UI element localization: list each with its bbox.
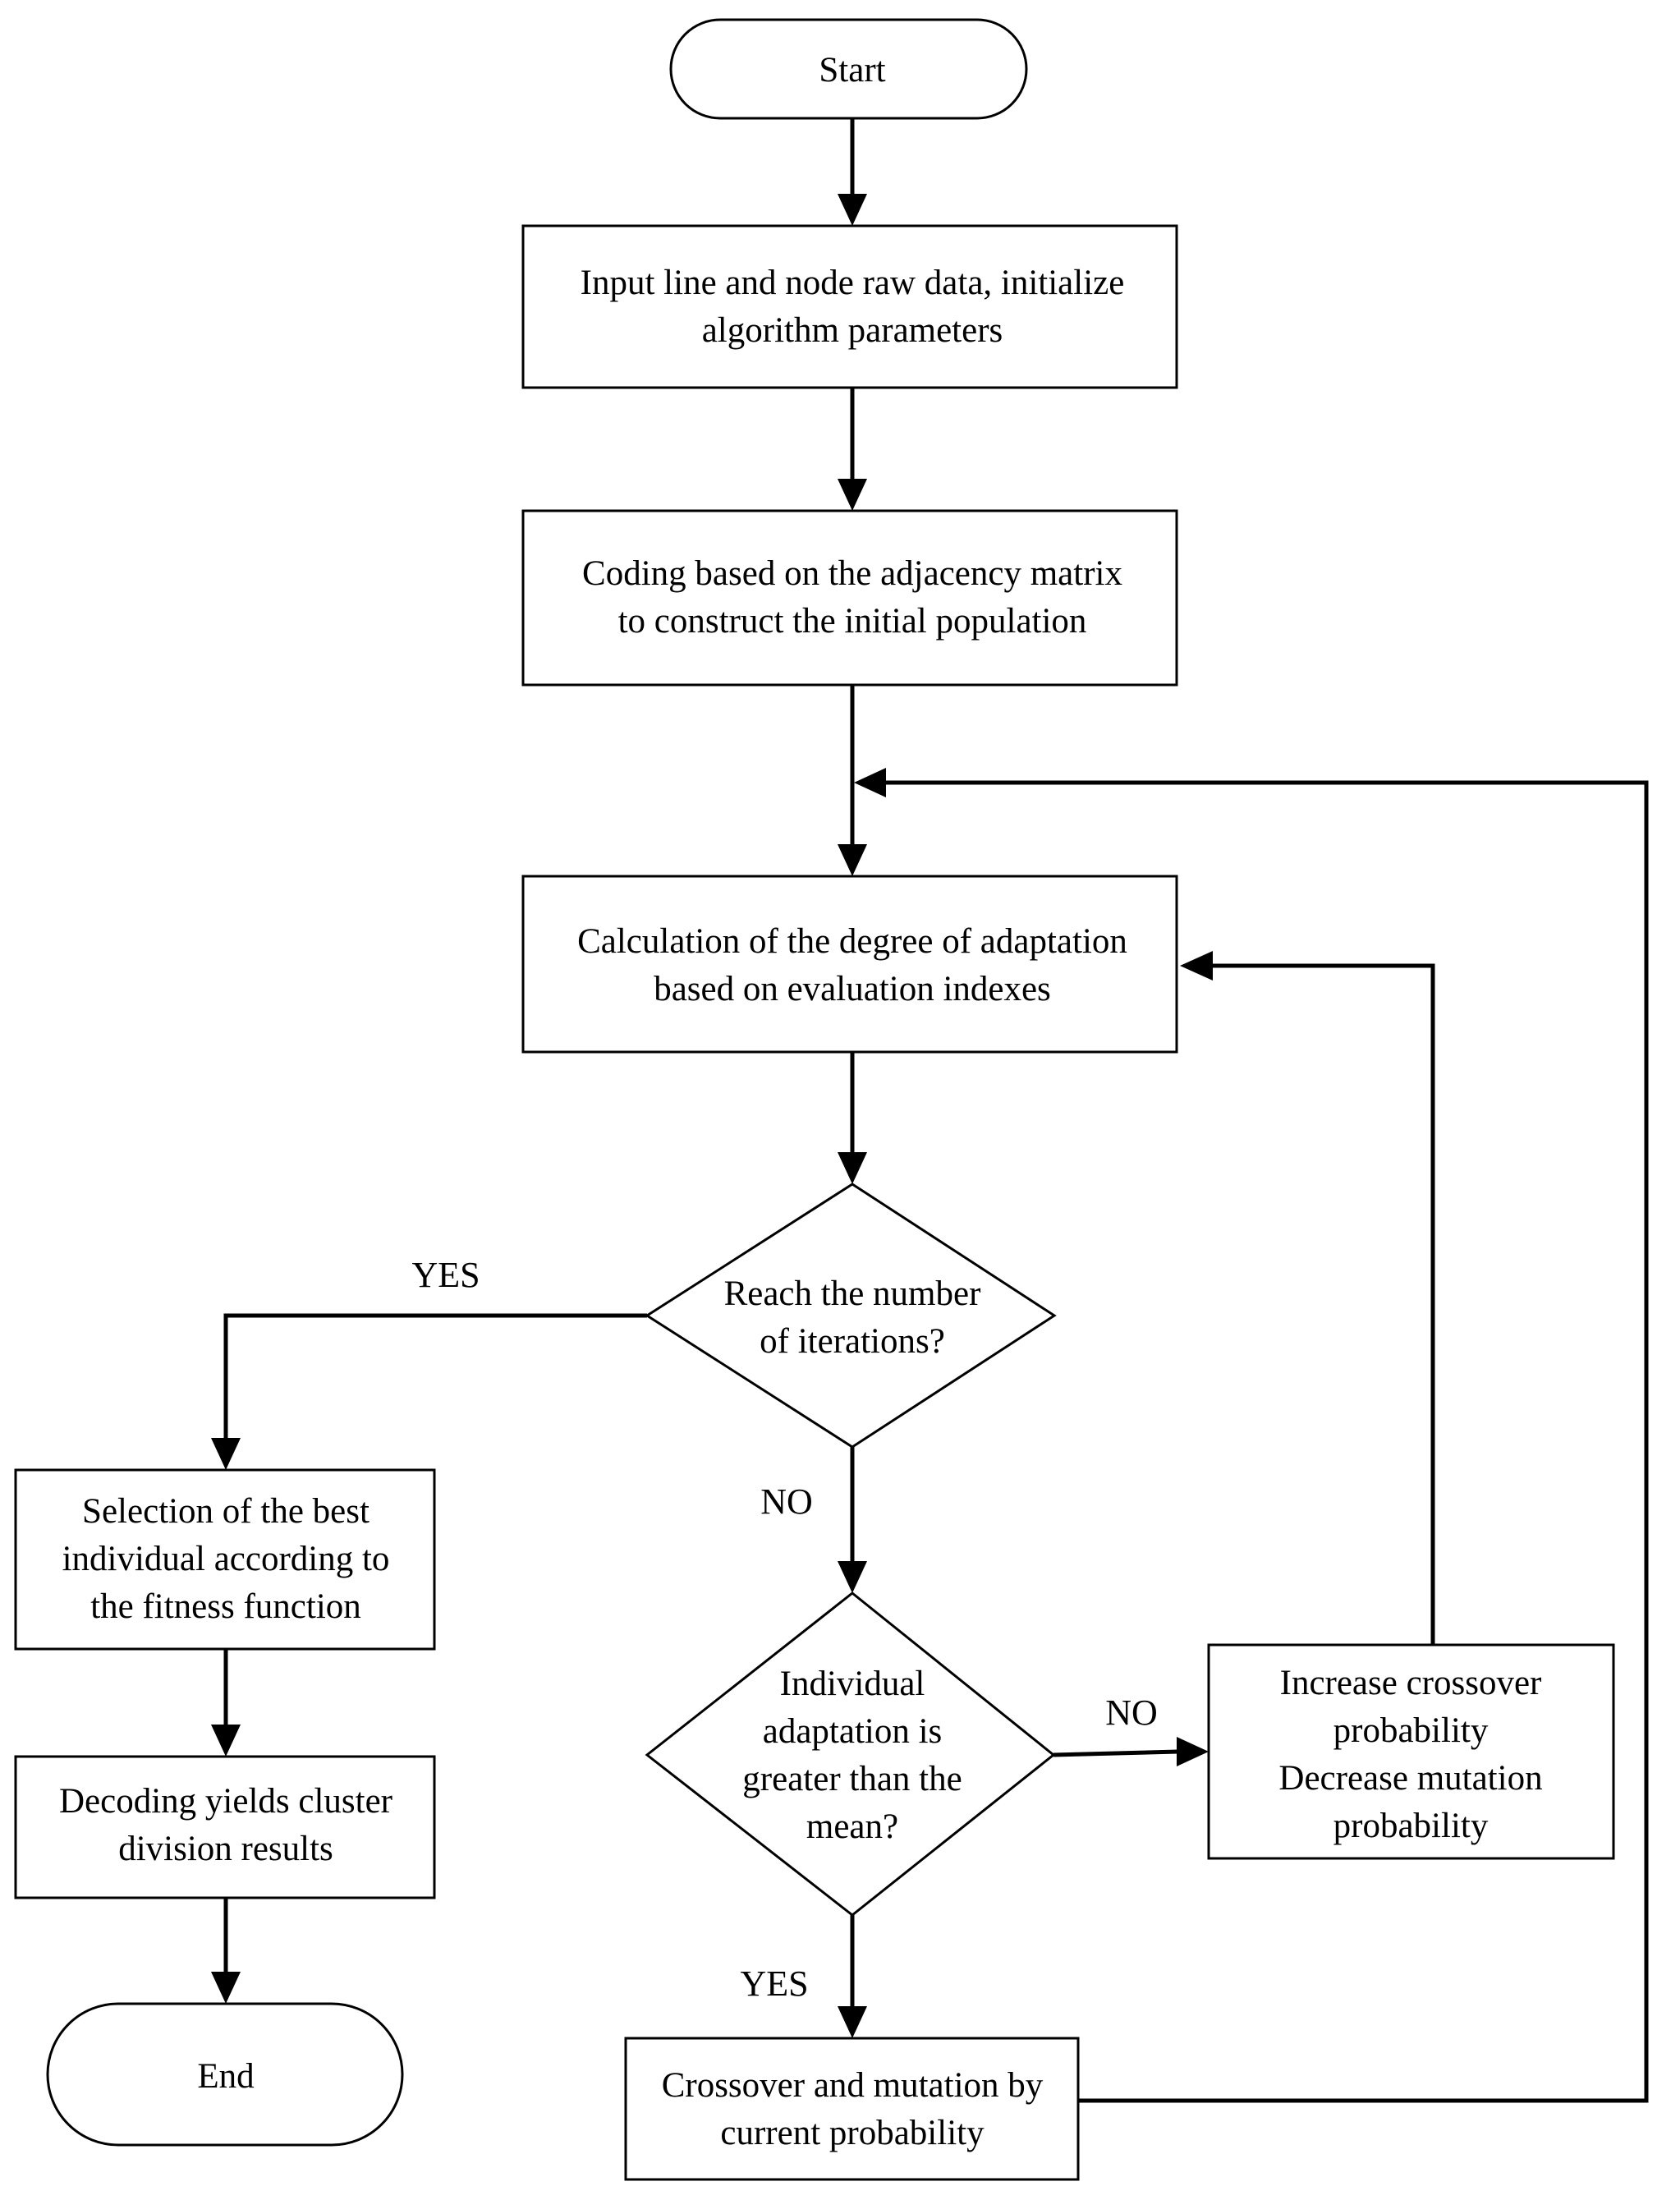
arrowhead-input bbox=[838, 194, 867, 226]
input-label-line-1: Input line and node raw data, initialize bbox=[581, 264, 1125, 302]
crossover-label-line-1: Crossover and mutation by bbox=[662, 2066, 1044, 2105]
increase-label-line-3: Decrease mutation bbox=[1278, 1759, 1542, 1798]
arrowhead-calc bbox=[838, 844, 867, 876]
start-label: Start bbox=[819, 51, 885, 90]
coding-label-line-1: Coding based on the adjacency matrix bbox=[582, 554, 1122, 593]
reach-yes-label: YES bbox=[411, 1255, 480, 1295]
decode-label-line-2: division results bbox=[118, 1830, 333, 1868]
individual-no-label: NO bbox=[1105, 1692, 1158, 1733]
increase-label-line-1: Increase crossover bbox=[1280, 1664, 1542, 1702]
coding-label-line-2: to construct the initial population bbox=[618, 602, 1087, 641]
decode-process-box bbox=[14, 1755, 436, 1899]
decode-label-line-1: Decoding yields cluster bbox=[59, 1782, 392, 1821]
arrowhead-increase bbox=[1177, 1737, 1209, 1766]
individual-label-line-2: adaptation is bbox=[763, 1712, 943, 1751]
arrowhead-individual bbox=[838, 1561, 867, 1593]
reach-label-line-2: of iterations? bbox=[760, 1322, 945, 1361]
arrowhead-crossover bbox=[838, 2006, 867, 2038]
arrow-increase-to-calc bbox=[1211, 963, 1435, 1645]
end-terminal bbox=[46, 2002, 404, 2147]
individual-yes-label: YES bbox=[740, 1963, 808, 2004]
arrowhead-coding bbox=[838, 479, 867, 511]
select-label-line-2: individual according to bbox=[62, 1540, 390, 1578]
increase-process-box bbox=[1207, 1643, 1615, 1860]
arrow-reach-yes-to-select bbox=[223, 1313, 647, 1440]
arrowhead-reach bbox=[838, 1152, 867, 1184]
calc-label-line-2: based on evaluation indexes bbox=[654, 970, 1051, 1008]
input-label-line-2: algorithm parameters bbox=[702, 311, 1003, 350]
individual-label-line-3: greater than the bbox=[742, 1760, 962, 1798]
coding-process-box bbox=[521, 509, 1178, 687]
crossover-process-box bbox=[624, 2037, 1080, 2181]
individual-label-line-1: Individual bbox=[780, 1665, 925, 1703]
calc-label-line-1: Calculation of the degree of adaptation bbox=[577, 922, 1127, 961]
input-process-box bbox=[521, 224, 1178, 389]
crossover-label-line-2: current probability bbox=[720, 2114, 985, 2152]
increase-label-line-2: probability bbox=[1333, 1711, 1489, 1750]
arrowhead-loop bbox=[854, 768, 886, 797]
arrowhead-end bbox=[211, 1972, 241, 2004]
start-terminal bbox=[669, 18, 1028, 120]
arrowhead-select bbox=[211, 1438, 241, 1470]
arrowhead-decode bbox=[211, 1725, 241, 1757]
reach-label-line-1: Reach the number bbox=[724, 1275, 981, 1313]
individual-label-line-4: mean? bbox=[806, 1807, 898, 1846]
select-process-box bbox=[14, 1468, 436, 1651]
select-label-line-1: Selection of the best bbox=[82, 1492, 370, 1531]
calc-process-box bbox=[521, 875, 1178, 1054]
end-label: End bbox=[197, 2057, 254, 2096]
reach-no-label: NO bbox=[760, 1481, 813, 1522]
individual-decision bbox=[645, 1591, 1056, 1917]
arrowhead-calc-feedback bbox=[1180, 951, 1213, 981]
arrow-individual-no-to-increase bbox=[1053, 1749, 1179, 1757]
select-label-line-3: the fitness function bbox=[90, 1587, 361, 1626]
increase-label-line-4: probability bbox=[1333, 1807, 1489, 1845]
arrow-crossover-loop bbox=[884, 780, 1649, 2103]
reach-decision bbox=[645, 1183, 1057, 1449]
